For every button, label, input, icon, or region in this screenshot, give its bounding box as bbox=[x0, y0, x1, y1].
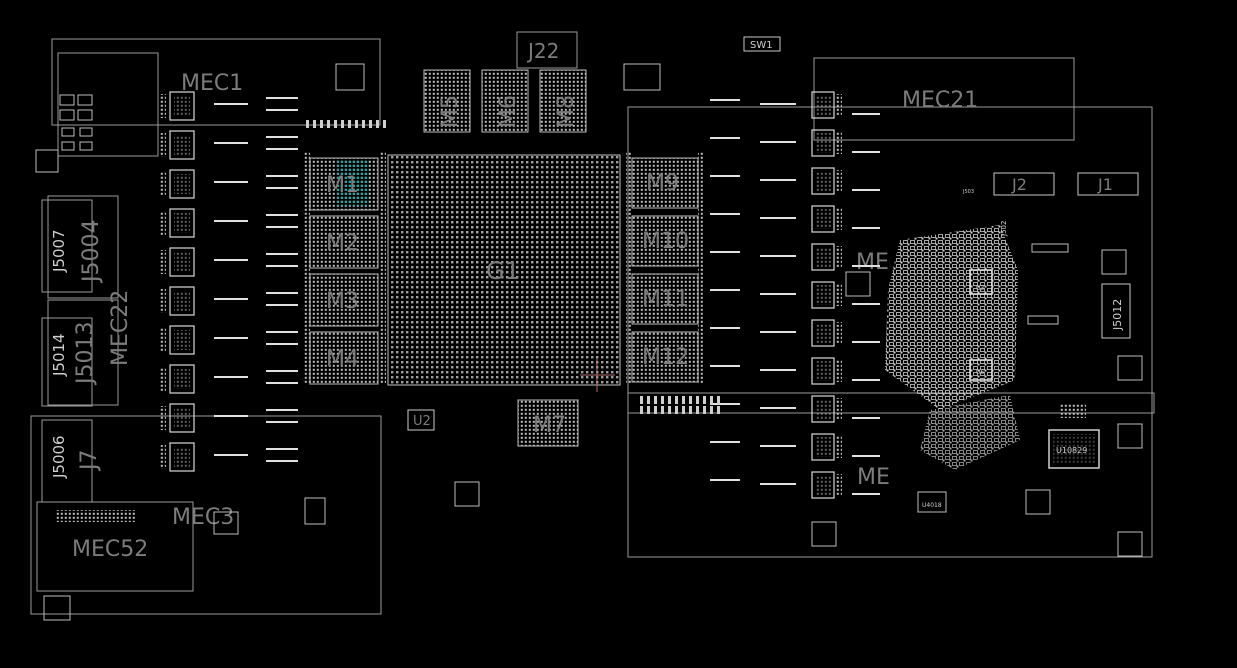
vrm-chip bbox=[811, 319, 842, 347]
memory-chip-m12[interactable] bbox=[631, 331, 699, 383]
connector-label-j7: J7 bbox=[77, 450, 102, 473]
vrm-chip bbox=[160, 130, 195, 160]
connector-label-j5013: J5013 bbox=[73, 322, 98, 386]
connector-label-j22: J22 bbox=[526, 39, 559, 63]
section-label-mec21: MEC21 bbox=[902, 88, 978, 113]
memory-label-m1: M1 bbox=[326, 173, 359, 198]
vrm-chip bbox=[811, 205, 842, 233]
connector-label-j1: J1 bbox=[1097, 175, 1113, 194]
memory-label-m8: M8 bbox=[554, 95, 579, 128]
memory-chip-m11[interactable] bbox=[631, 273, 699, 325]
memory-label-m2: M2 bbox=[326, 231, 359, 256]
connector-label-j2: J2 bbox=[1011, 175, 1027, 194]
vrm-chip bbox=[811, 433, 842, 461]
part-label-u4018: U4018 bbox=[922, 502, 942, 509]
vrm-chip bbox=[811, 243, 842, 271]
memory-chip-m10[interactable] bbox=[631, 215, 699, 267]
vrm-right-column bbox=[811, 91, 842, 499]
chip-u2[interactable] bbox=[407, 409, 435, 431]
vrm-chip bbox=[811, 357, 842, 385]
memory-chip-m3[interactable] bbox=[309, 273, 379, 327]
memory-label-m11: M11 bbox=[642, 287, 689, 312]
connector-label-j5014: J5014 bbox=[50, 333, 68, 377]
switch-sw1[interactable] bbox=[743, 36, 781, 52]
trace-pads bbox=[214, 97, 880, 495]
vrm-chip bbox=[160, 364, 195, 394]
dense-component-area bbox=[885, 225, 1020, 470]
vrm-left-column bbox=[160, 91, 195, 472]
memory-chip-m1[interactable] bbox=[309, 157, 379, 211]
memory-label-m10: M10 bbox=[642, 229, 689, 254]
connector-j5012[interactable] bbox=[1101, 283, 1131, 339]
memory-chip-m6[interactable] bbox=[481, 69, 529, 133]
connector-label-j5006: J5006 bbox=[50, 435, 68, 479]
memory-chip-m4[interactable] bbox=[309, 331, 379, 385]
vrm-chip bbox=[811, 167, 842, 195]
section-label-me-lower: ME bbox=[857, 465, 890, 490]
switch-label-sw1: SW1 bbox=[750, 40, 773, 51]
part-label-j502: J502 bbox=[1000, 221, 1008, 237]
chip-label-u2: U2 bbox=[413, 414, 431, 429]
gpu-g1[interactable] bbox=[387, 154, 621, 392]
vrm-chip bbox=[811, 129, 842, 157]
vrm-chip bbox=[160, 208, 195, 238]
connector-label-j5007: J5007 bbox=[50, 229, 68, 273]
memory-chip-m2[interactable] bbox=[309, 215, 379, 269]
vrm-chip bbox=[160, 325, 195, 355]
section-label-mec22: MEC22 bbox=[108, 290, 133, 366]
section-label-mec52: MEC52 bbox=[72, 537, 148, 562]
vrm-chip bbox=[160, 169, 195, 199]
chip-label-u10829: U10829 bbox=[1056, 446, 1087, 455]
memory-chip-m7[interactable] bbox=[517, 399, 579, 447]
mec1-small-parts bbox=[35, 63, 1143, 621]
connector-j2[interactable] bbox=[993, 172, 1055, 196]
connector-j1[interactable] bbox=[1077, 172, 1139, 196]
part-label-j503: J503 bbox=[962, 189, 974, 195]
memory-chip-m9[interactable] bbox=[631, 157, 699, 209]
gpu-label: G1 bbox=[486, 257, 520, 285]
vrm-chip bbox=[811, 281, 842, 309]
chip-u10829[interactable] bbox=[1048, 429, 1100, 469]
vrm-chip bbox=[160, 286, 195, 316]
vrm-chip bbox=[811, 471, 842, 499]
section-label-me-upper: ME bbox=[856, 250, 889, 275]
vrm-chip bbox=[811, 395, 842, 423]
vrm-chip bbox=[160, 247, 195, 277]
memory-label-m6: M6 bbox=[496, 95, 521, 128]
connector-label-j5012: J5012 bbox=[1111, 299, 1124, 331]
memory-label-m7: M7 bbox=[533, 413, 566, 438]
vrm-chip bbox=[160, 91, 195, 121]
memory-label-m9: M9 bbox=[646, 171, 679, 196]
section-label-mec3: MEC3 bbox=[172, 505, 234, 530]
memory-label-m4: M4 bbox=[326, 347, 359, 372]
memory-label-m5: M5 bbox=[438, 95, 463, 128]
vrm-chip bbox=[811, 91, 842, 119]
connector-label-j5004: J5004 bbox=[79, 220, 104, 284]
vrm-chip bbox=[160, 442, 195, 472]
vrm-chip bbox=[160, 403, 195, 433]
board-outlines bbox=[30, 31, 1155, 615]
memory-chip-m8[interactable] bbox=[539, 69, 587, 133]
memory-label-m3: M3 bbox=[326, 289, 359, 314]
memory-chip-m5[interactable] bbox=[423, 69, 471, 133]
memory-label-m12: M12 bbox=[642, 345, 689, 370]
